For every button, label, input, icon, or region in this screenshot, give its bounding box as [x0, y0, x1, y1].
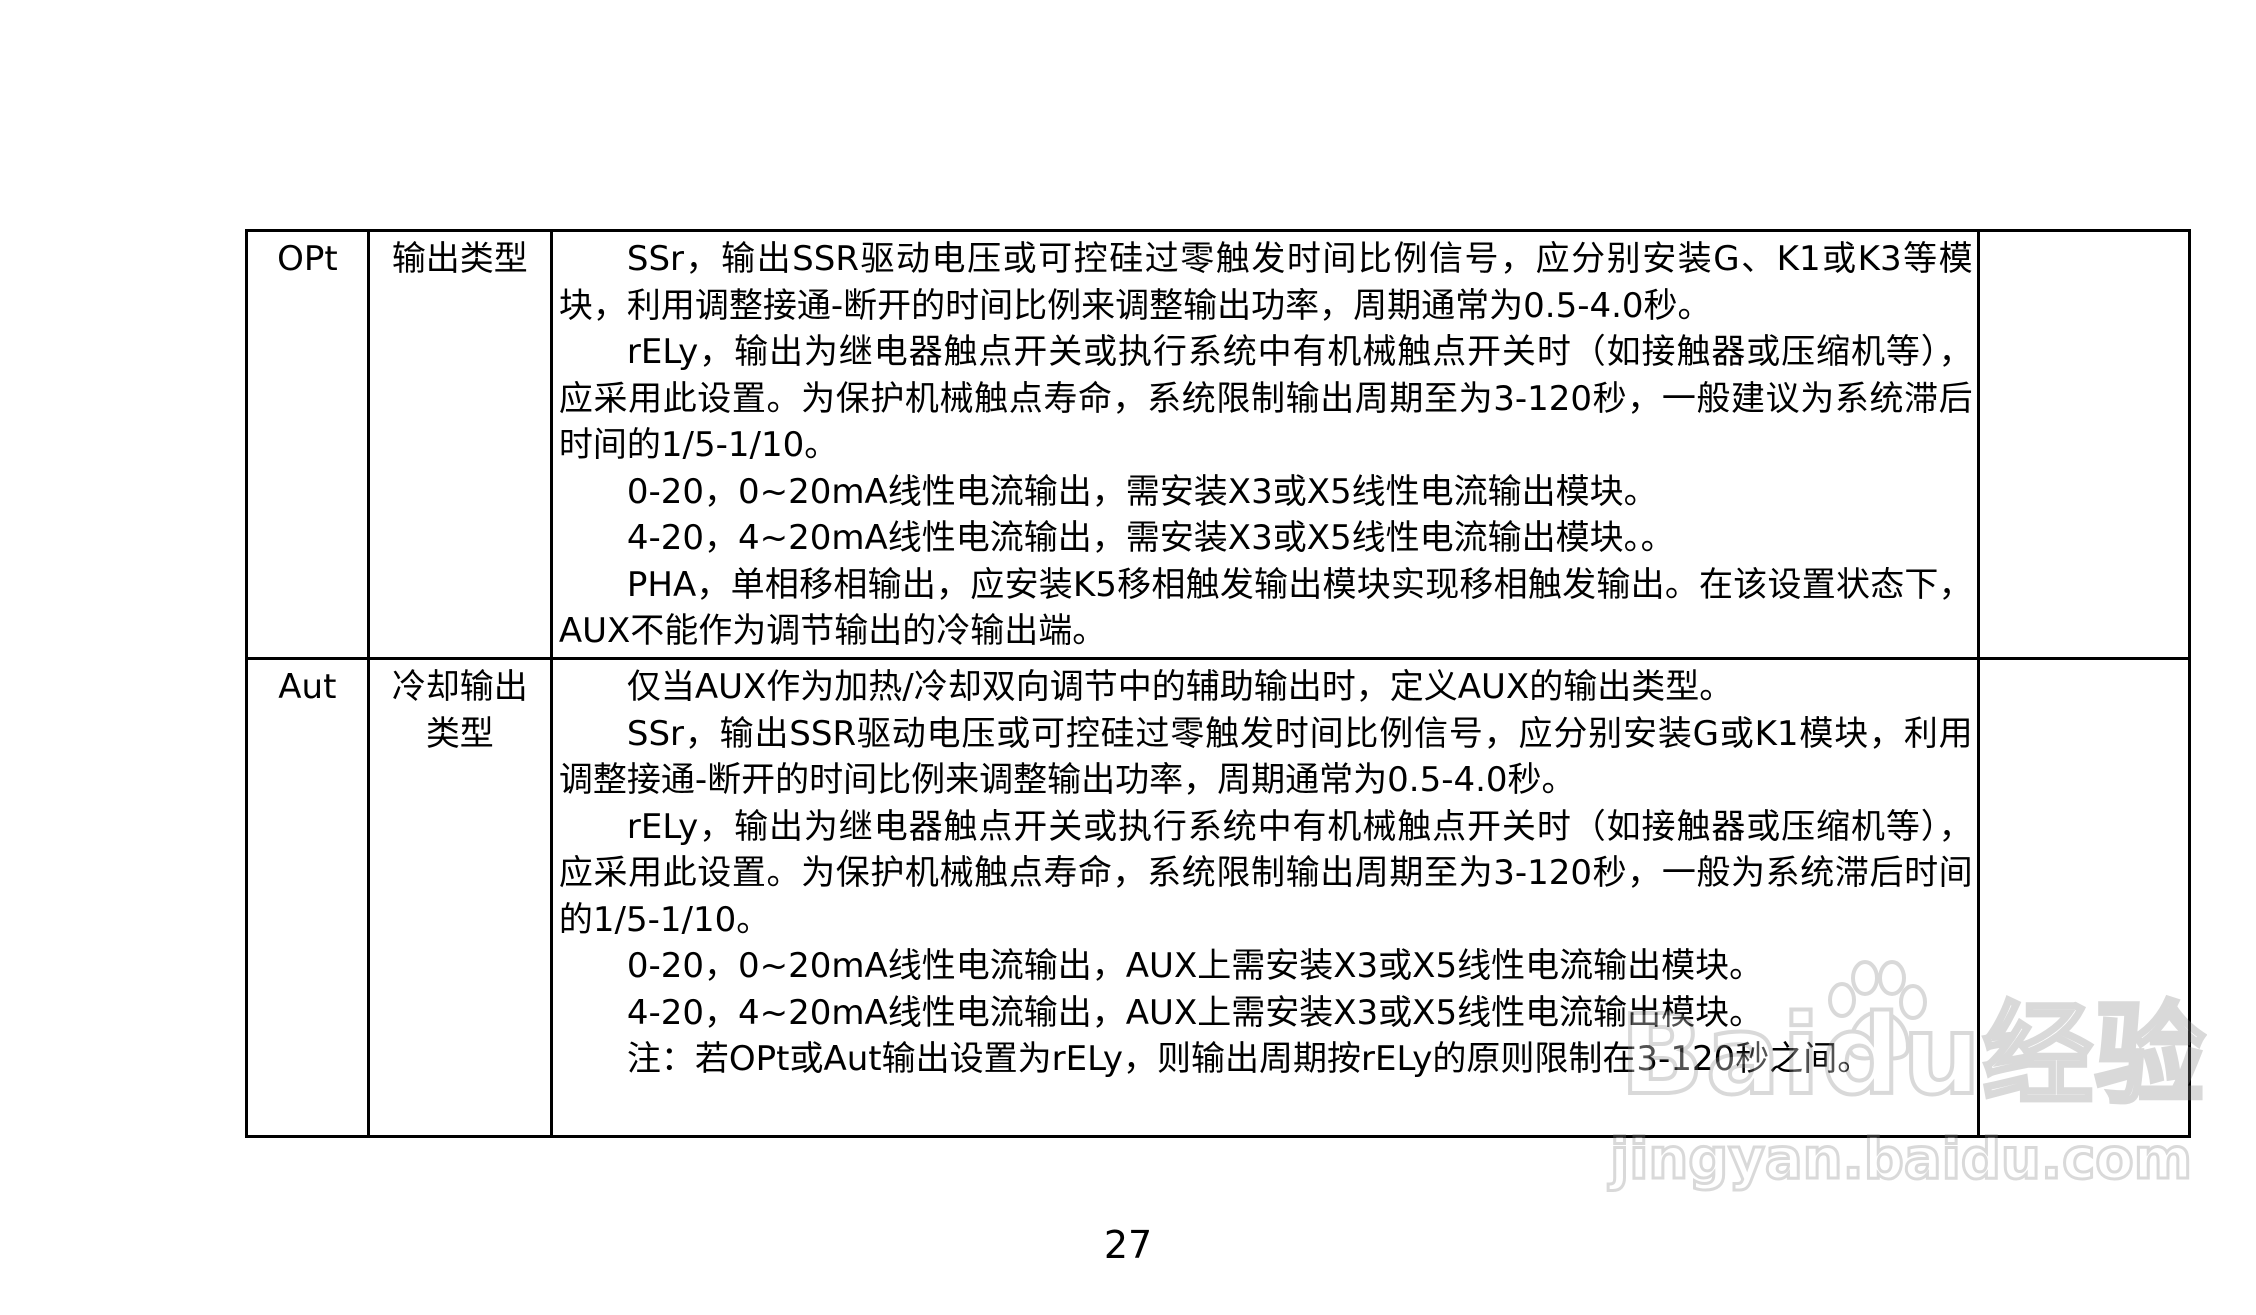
description-paragraph: rELy，输出为继电器触点开关或执行系统中有机械触点开关时（如接触器或压缩机等）… [558, 332, 1973, 465]
description-paragraph: 4-20，4~20mA线性电流输出，AUX上需安装X3或X5线性电流输出模块。 [626, 992, 1764, 1033]
parameter-name: 冷却输出 类型 [366, 657, 553, 1138]
parameter-name-line: 输出类型 [391, 239, 528, 279]
description-paragraph: 注：若OPt或Aut输出设置为rELy，则输出周期按rELy的原则限制在3-12… [626, 1039, 1872, 1079]
parameter-name-line: 类型 [425, 713, 494, 754]
parameter-code: Aut [245, 657, 370, 1138]
parameter-table: OPt 输出类型 SSr，输出SSR驱动电压或可控硅过零触发时间比例信号，应分别… [245, 229, 2192, 1138]
parameter-description: SSr，输出SSR驱动电压或可控硅过零触发时间比例信号，应分别安装G、K1或K3… [549, 229, 1980, 660]
description-paragraph: 4-20，4~20mA线性电流输出，需安装X3或X5线性电流输出模块。。 [626, 518, 1675, 558]
parameter-note [1976, 229, 2192, 660]
description-paragraph: SSr，输出SSR驱动电压或可控硅过零触发时间比例信号，应分别安装G、K1或K3… [558, 239, 1973, 326]
parameter-name-line: 冷却输出 [391, 667, 528, 707]
description-paragraph: 0-20，0~20mA线性电流输出，需安装X3或X5线性电流输出模块。 [626, 471, 1658, 512]
description-paragraph: PHA，单相移相输出，应安装K5移相触发输出模块实现移相触发输出。在该设置状态下… [558, 564, 1973, 652]
parameter-code: OPt [245, 229, 370, 660]
description-paragraph: 仅当AUX作为加热/冷却双向调节中的辅助输出时，定义AUX的输出类型。 [626, 667, 1734, 707]
table-row-opt: OPt 输出类型 SSr，输出SSR驱动电压或可控硅过零触发时间比例信号，应分别… [245, 229, 2192, 660]
parameter-note [1976, 657, 2192, 1138]
description-paragraph: rELy，输出为继电器触点开关或执行系统中有机械触点开关时（如接触器或压缩机等）… [558, 806, 1973, 940]
page-number: 27 [1103, 1223, 1153, 1267]
description-paragraph: SSr，输出SSR驱动电压或可控硅过零触发时间比例信号，应分别安装G或K1模块，… [558, 713, 1973, 801]
description-paragraph: 0-20，0~20mA线性电流输出，AUX上需安装X3或X5线性电流输出模块。 [626, 946, 1764, 986]
parameter-name: 输出类型 [366, 229, 553, 660]
table-row-aut: Aut 冷却输出 类型 仅当AUX作为加热/冷却双向调节中的辅助输出时，定义AU… [245, 657, 2192, 1138]
watermark-url: jingyan.baidu.com [1608, 1127, 2193, 1192]
parameter-description: 仅当AUX作为加热/冷却双向调节中的辅助输出时，定义AUX的输出类型。 SSr，… [549, 657, 1980, 1138]
